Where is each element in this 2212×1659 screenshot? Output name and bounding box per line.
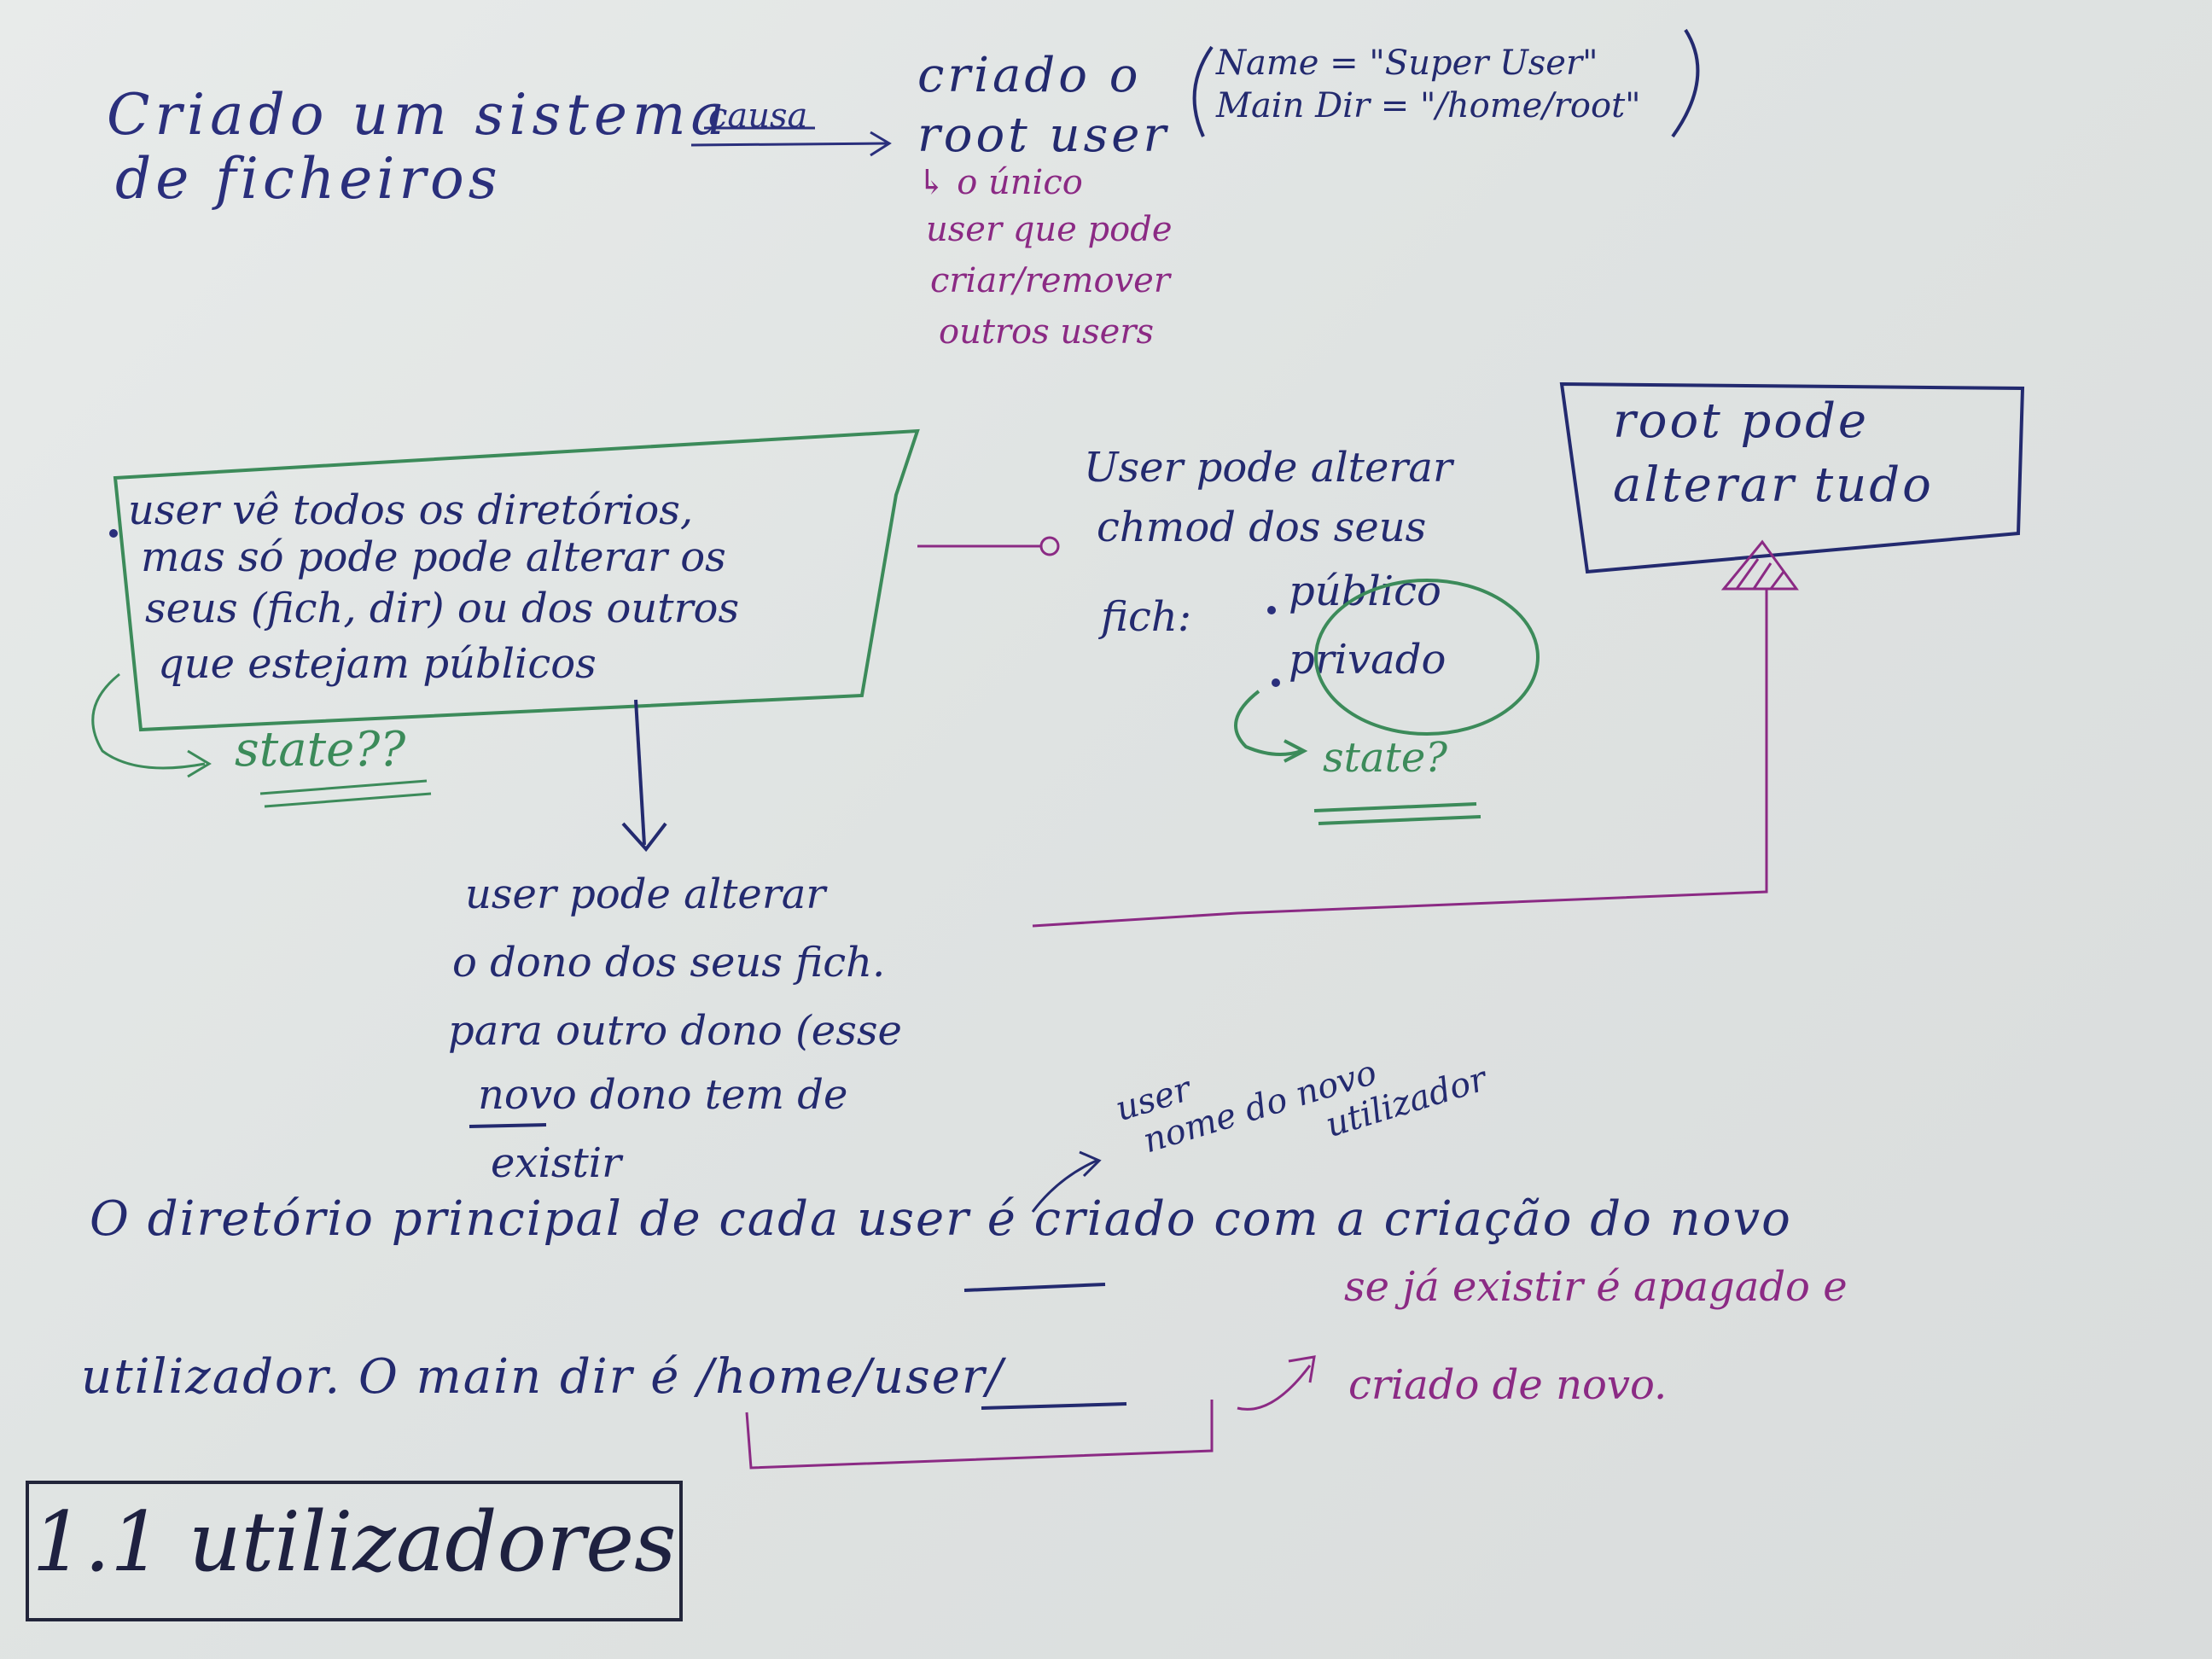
exists-line-2: criado de novo. (1348, 1361, 1668, 1409)
green-ellipse-options (1234, 579, 1540, 825)
root-note-line-2: user que pode (926, 210, 1173, 249)
box-user-line-4: que estejam públicos (158, 640, 597, 688)
root-all-box (1559, 381, 2025, 574)
strike-through (469, 1123, 547, 1128)
purple-triangle-arrowhead (1720, 539, 1799, 591)
root-attr-parens (1192, 28, 1700, 138)
root-name-attr: Name = "Super User" (1216, 44, 1598, 83)
bullet-dot (1272, 678, 1280, 687)
exists-line-1: se já existir é apagado e (1344, 1263, 1848, 1311)
root-note-line-1: ↳ o único (917, 163, 1083, 202)
green-state-loop-left (91, 672, 432, 808)
root-note-line-3: criar/remover (930, 261, 1170, 300)
box-user-line-1: user vê todos os diretórios, (128, 486, 694, 534)
chmod-line-1: User pode alterar (1084, 444, 1452, 492)
root-created-line-1: criado o (917, 48, 1142, 103)
purple-brace-home-dir (745, 1400, 1214, 1470)
owner-line-2: o dono dos seus fich. (452, 939, 886, 987)
root-note-line-4: outros users (939, 312, 1154, 352)
chmod-option-publico: público (1289, 568, 1441, 615)
root-all-line-1: root pode (1613, 393, 1870, 449)
owner-line-1: user pode alterar (465, 870, 826, 918)
box-user-state: state?? (235, 722, 406, 777)
green-box-user (113, 428, 920, 732)
section-title-box (26, 1481, 683, 1621)
home-dir-line-1: O diretório principal de cada user é cri… (90, 1191, 1792, 1247)
root-created-line-2: root user (917, 108, 1170, 163)
arrow-down-to-owner (621, 699, 667, 853)
arrow-box-to-chmod (917, 536, 1060, 556)
purple-arrow-exists (1237, 1355, 1316, 1411)
root-all-line-2: alterar tudo (1613, 457, 1934, 513)
arrow-user-annotation (1031, 1150, 1102, 1213)
owner-line-4: novo dono tem de (478, 1071, 848, 1119)
purple-connector-owner-to-root (1032, 589, 1768, 928)
underline-user (963, 1283, 1127, 1410)
bullet-dot (109, 529, 118, 538)
header-line-1: Criado um sistema (107, 82, 730, 148)
causa-arrow (690, 126, 892, 157)
section-title: 1.1 utilizadores (32, 1494, 677, 1590)
root-dir-attr: Main Dir = "/home/root" (1216, 86, 1641, 125)
owner-line-5: existir (491, 1139, 622, 1187)
home-dir-line-2: utilizador. O main dir é /home/user/ (81, 1349, 1004, 1405)
chmod-line-2: chmod dos seus (1097, 504, 1427, 551)
bullet-dot (1267, 606, 1276, 614)
header-line-2: de ficheiros (115, 146, 502, 212)
chmod-line-3: fich: (1101, 593, 1191, 641)
box-user-line-2: mas só pode pode alterar os (141, 533, 726, 581)
box-user-line-3: seus (fich, dir) ou dos outros (145, 585, 740, 632)
owner-line-3: para outro dono (esse (448, 1007, 902, 1055)
chmod-state: state? (1323, 734, 1447, 782)
